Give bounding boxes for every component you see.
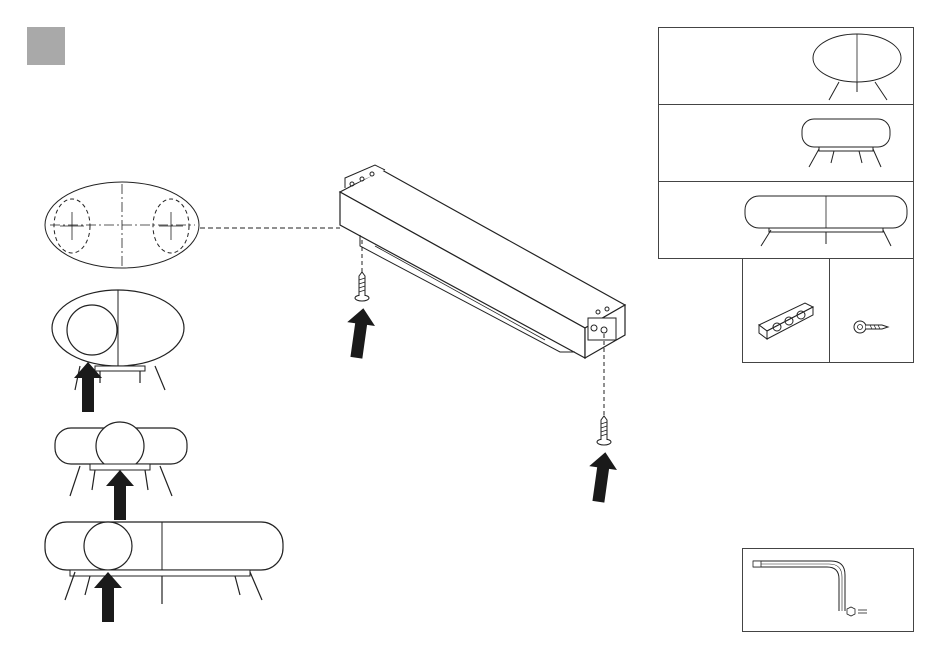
oval-table-icon — [659, 28, 915, 106]
arrow-left-screw — [343, 306, 378, 359]
panel-bracket-part — [742, 258, 830, 363]
small-bench-figure — [55, 422, 187, 520]
bracket-icon — [743, 259, 831, 364]
screw-left — [355, 272, 369, 301]
oval-table-figure — [52, 290, 184, 412]
panel-screw-part — [829, 258, 914, 363]
screw-right — [597, 416, 611, 445]
arrow-right-screw — [585, 450, 620, 503]
long-bench-figure — [45, 522, 283, 622]
long-bench-icon — [659, 182, 915, 260]
panel-small-bench — [658, 104, 914, 182]
panel-allen-key — [742, 548, 914, 632]
panel-long-bench — [658, 181, 914, 259]
screw-icon — [830, 259, 915, 364]
panel-oval-table — [658, 27, 914, 105]
allen-key-icon — [743, 549, 915, 633]
bracket-main — [340, 165, 625, 418]
top-view-oval — [45, 182, 199, 268]
small-bench-icon — [659, 105, 915, 183]
